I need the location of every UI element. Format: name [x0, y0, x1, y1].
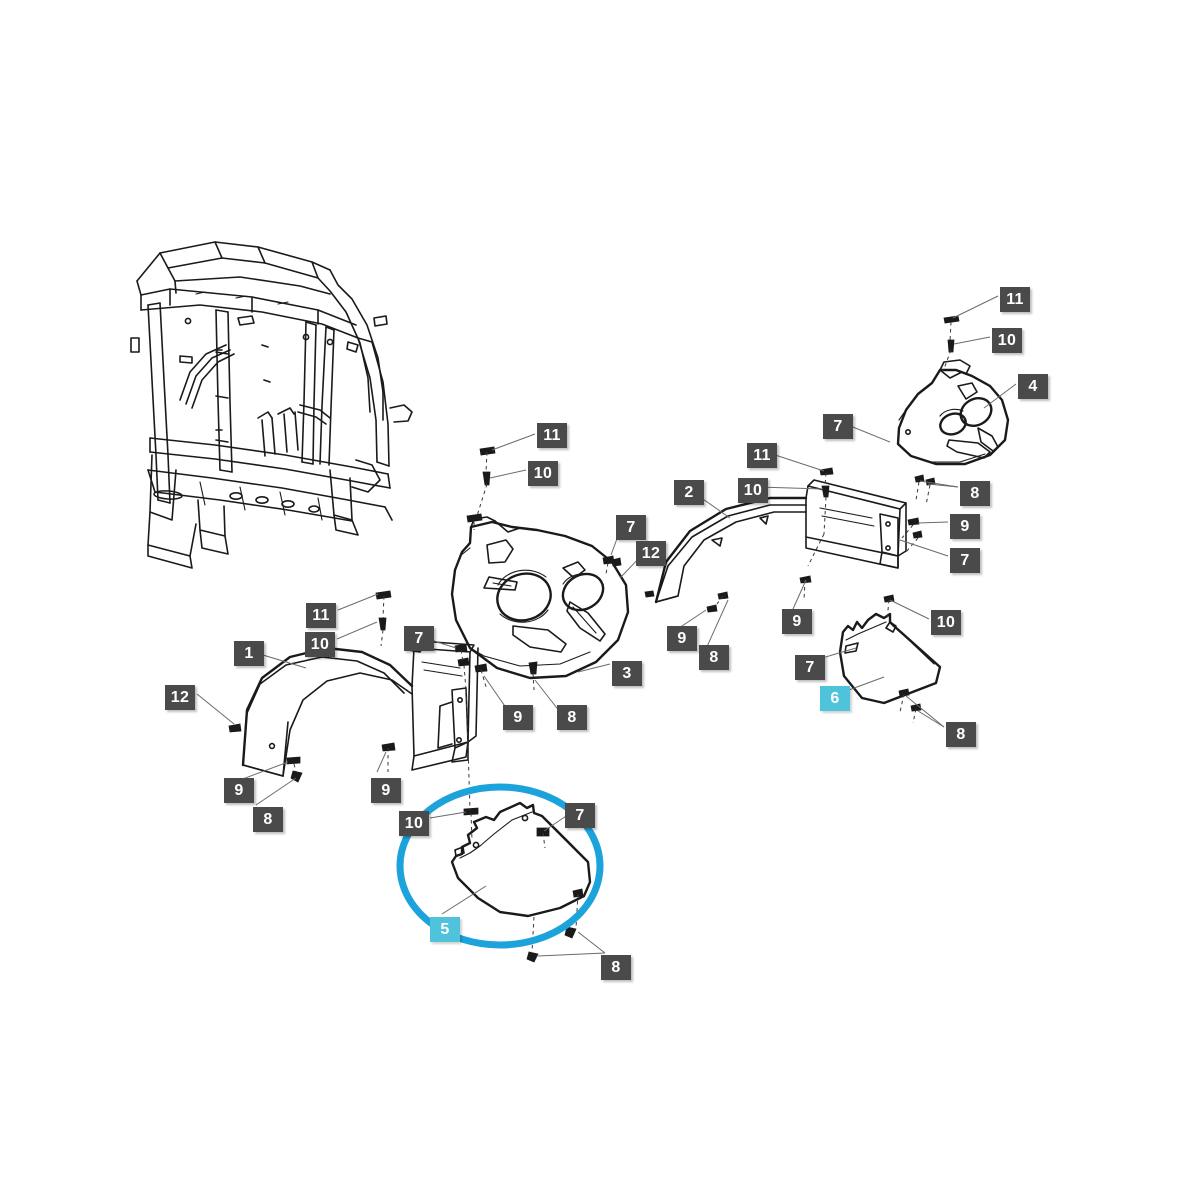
part-2-right-fender-arch	[654, 479, 907, 604]
callout-label-9[interactable]: 9	[667, 626, 697, 651]
callout-label-12[interactable]: 12	[165, 685, 195, 710]
callout-label-9[interactable]: 9	[950, 514, 980, 539]
callout-label-7[interactable]: 7	[795, 655, 825, 680]
callout-label-7[interactable]: 7	[823, 414, 853, 439]
part-3-left-fender-cover-panel	[450, 516, 630, 680]
callout-label-8[interactable]: 8	[699, 645, 729, 670]
part-6-side-shield-panel	[838, 612, 942, 705]
part-4-right-fender-cover-panel	[896, 359, 1010, 466]
highlight-ellipse	[396, 783, 604, 949]
part-5-floor-plate	[450, 801, 592, 918]
callout-label-10[interactable]: 10	[738, 478, 768, 503]
callout-label-11[interactable]: 11	[747, 443, 777, 468]
callout-label-8[interactable]: 8	[946, 722, 976, 747]
callout-label-8[interactable]: 8	[601, 955, 631, 980]
callout-label-1[interactable]: 1	[234, 641, 264, 666]
callout-label-2[interactable]: 2	[674, 480, 704, 505]
callout-label-7[interactable]: 7	[404, 626, 434, 651]
callout-label-11[interactable]: 11	[306, 603, 336, 628]
callout-label-9[interactable]: 9	[782, 609, 812, 634]
callout-label-3[interactable]: 3	[612, 661, 642, 686]
cab-frame-assembly	[130, 241, 413, 569]
callout-label-8[interactable]: 8	[557, 705, 587, 730]
callout-label-6[interactable]: 6	[820, 686, 850, 711]
callout-label-8[interactable]: 8	[960, 481, 990, 506]
callout-label-8[interactable]: 8	[253, 807, 283, 832]
callout-label-7[interactable]: 7	[950, 548, 980, 573]
callout-label-9[interactable]: 9	[224, 778, 254, 803]
callout-label-5[interactable]: 5	[430, 917, 460, 942]
callout-label-10[interactable]: 10	[931, 610, 961, 635]
callout-label-7[interactable]: 7	[565, 803, 595, 828]
callout-label-4[interactable]: 4	[1018, 374, 1048, 399]
assembly-axis-lines	[293, 321, 952, 953]
callout-label-12[interactable]: 12	[636, 541, 666, 566]
callout-label-10[interactable]: 10	[399, 811, 429, 836]
fasteners-group	[228, 315, 960, 963]
callout-label-7[interactable]: 7	[616, 515, 646, 540]
callout-label-10[interactable]: 10	[528, 461, 558, 486]
callout-label-10[interactable]: 10	[992, 328, 1022, 353]
callout-label-9[interactable]: 9	[371, 778, 401, 803]
callout-label-10[interactable]: 10	[305, 632, 335, 657]
callout-label-11[interactable]: 11	[537, 423, 567, 448]
callout-label-11[interactable]: 11	[1000, 287, 1030, 312]
part-1-left-fender-arch	[241, 640, 479, 777]
callout-label-9[interactable]: 9	[503, 705, 533, 730]
